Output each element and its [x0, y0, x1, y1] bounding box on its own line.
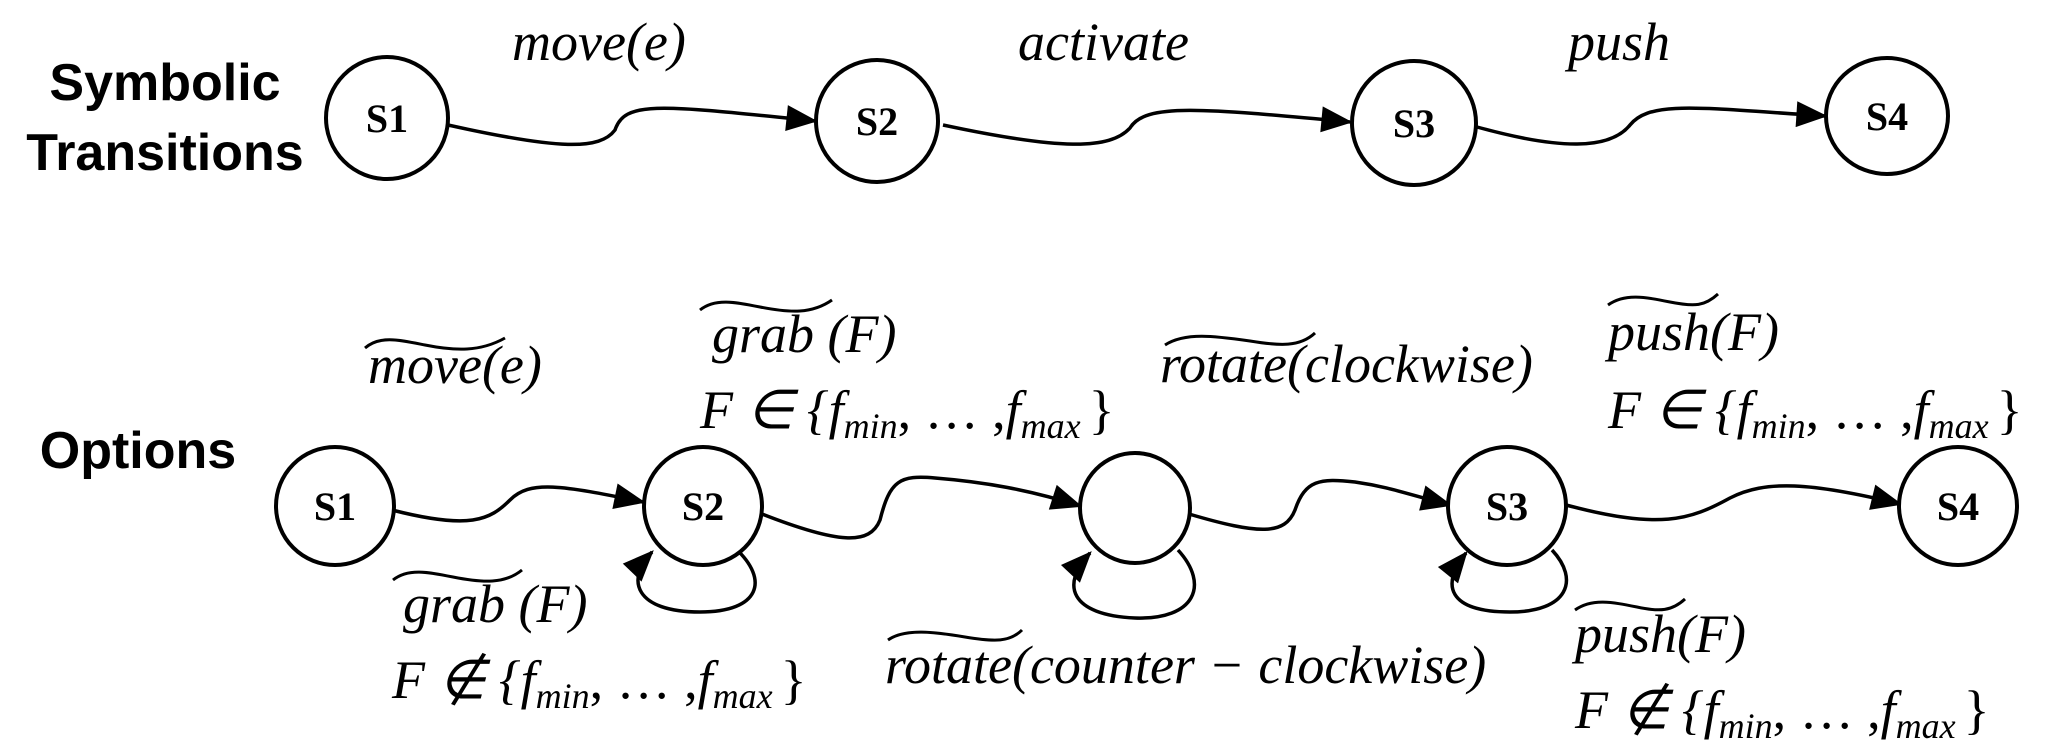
option-push-loop-arg: (F) — [1677, 604, 1746, 664]
tilde-move — [364, 336, 506, 351]
option-grab-fwd-arg: (F) — [814, 304, 896, 364]
state-opt-s2-label: S2 — [682, 484, 724, 529]
state-sym-s2-label: S2 — [856, 99, 898, 144]
option-push-fwd-min: min — [1752, 406, 1806, 446]
option-push-fwd-max: max — [1929, 406, 1989, 446]
option-push-loop: push(F) — [1571, 604, 1746, 664]
transition-sym-activate: activate — [1018, 12, 1189, 72]
option-push-loop-close: } — [1964, 680, 1990, 740]
state-sym-s2 — [814, 58, 940, 184]
option-grab-fwd-max: max — [1021, 406, 1081, 446]
option-push-fwd-close: } — [1997, 380, 2023, 440]
option-grab-fwd-min: min — [844, 406, 898, 446]
option-grab-fwd-name: grab — [712, 304, 814, 364]
loop-opt-s2 — [622, 546, 757, 614]
state-sym-s3-label: S3 — [1393, 101, 1435, 146]
option-push-loop-cond-prefix: F ∉ { — [1574, 680, 1704, 740]
option-push-fwd: push(F) — [1604, 302, 1779, 362]
option-move-name: move — [368, 335, 482, 395]
state-sym-s3 — [1350, 59, 1478, 187]
option-grab-loop-dots: , … , — [590, 650, 698, 710]
state-opt-s4-label: S4 — [1937, 484, 1979, 529]
tilde-push-fwd — [1607, 292, 1720, 307]
option-push-loop-name: push — [1571, 604, 1677, 664]
option-push-fwd-name: push — [1604, 302, 1710, 362]
state-opt-s2 — [642, 445, 764, 567]
option-push-fwd-arg: (F) — [1710, 302, 1779, 362]
option-grab-fwd-cond-prefix: F ∈ { — [699, 380, 829, 440]
state-opt-s4 — [1897, 445, 2019, 567]
option-move: move(e) — [368, 335, 542, 395]
edge-sym-s2-s3 — [942, 106, 1353, 146]
state-sym-s1-label: S1 — [366, 96, 408, 141]
tilde-push-loop — [1574, 597, 1687, 612]
edge-opt-mid-s3 — [1188, 478, 1453, 531]
tilde-grab-fwd — [699, 298, 833, 313]
transition-sym-move-arg: (e) — [626, 12, 686, 72]
transition-sym-move: move(e) — [512, 12, 686, 72]
option-grab-loop-cond-prefix: F ∉ { — [391, 650, 521, 710]
option-rotate-loop: rotate(counter − clockwise) — [885, 635, 1486, 695]
state-opt-intermediate — [1078, 451, 1192, 565]
state-opt-s1 — [274, 445, 396, 567]
tilde-rotate-fwd — [1164, 331, 1317, 347]
option-grab-loop-name: grab — [403, 574, 505, 634]
row-title-symbolic-line1: Symbolic — [49, 54, 280, 112]
option-move-arg: (e) — [482, 335, 542, 395]
option-push-fwd-cond-prefix: F ∈ { — [1607, 380, 1737, 440]
edge-opt-s1-s2 — [391, 483, 646, 523]
transition-sym-move-name: move — [512, 12, 626, 72]
state-opt-s3 — [1446, 445, 1568, 567]
option-grab-fwd-close: } — [1089, 380, 1115, 440]
tilde-rotate-loop — [887, 628, 1024, 642]
option-rotate-loop-name: rotate — [885, 635, 1012, 695]
option-grab-loop-cond: F ∉ {fmin, … ,fmax} — [391, 650, 807, 716]
option-rotate-fwd-arg: (clockwise) — [1287, 334, 1533, 394]
option-push-fwd-dots: , … , — [1806, 380, 1914, 440]
option-push-loop-min: min — [1719, 706, 1773, 746]
option-push-loop-cond: F ∉ {fmin, … ,fmax} — [1574, 680, 1990, 746]
option-grab-fwd-cond: F ∈ {fmin, … ,fmax} — [699, 380, 1115, 446]
option-grab-fwd: grab (F) — [712, 304, 896, 364]
loop-opt-s3 — [1437, 548, 1569, 614]
option-push-fwd-cond: F ∈ {fmin, … ,fmax} — [1607, 380, 2023, 446]
loop-opt-mid — [1060, 548, 1196, 620]
state-opt-s1-label: S1 — [314, 484, 356, 529]
option-grab-loop-min: min — [536, 676, 590, 716]
state-sym-s1 — [324, 55, 450, 181]
option-push-loop-max: max — [1896, 706, 1956, 746]
option-rotate-loop-arg: (counter − clockwise) — [1012, 635, 1486, 695]
edge-opt-s2-mid — [756, 475, 1083, 540]
option-grab-loop: grab (F) — [403, 574, 587, 634]
option-grab-loop-max: max — [713, 676, 773, 716]
tilde-grab-loop — [392, 568, 523, 583]
edge-sym-s1-s2 — [447, 105, 818, 147]
option-grab-loop-arg: (F) — [505, 574, 587, 634]
row-title-symbolic-line2: Transitions — [26, 124, 303, 182]
edge-opt-s3-s4 — [1565, 484, 1903, 522]
option-rotate-fwd-name: rotate — [1160, 334, 1287, 394]
edge-sym-s3-s4 — [1476, 101, 1828, 146]
option-rotate-fwd: rotate(clockwise) — [1160, 334, 1533, 394]
option-grab-loop-close: } — [781, 650, 807, 710]
row-title-options: Options — [40, 422, 236, 480]
state-sym-s4 — [1824, 56, 1950, 176]
option-push-loop-dots: , … , — [1773, 680, 1881, 740]
state-opt-s3-label: S3 — [1486, 484, 1528, 529]
state-sym-s4-label: S4 — [1866, 94, 1908, 139]
option-grab-fwd-dots: , … , — [898, 380, 1006, 440]
transition-sym-push: push — [1564, 12, 1670, 72]
